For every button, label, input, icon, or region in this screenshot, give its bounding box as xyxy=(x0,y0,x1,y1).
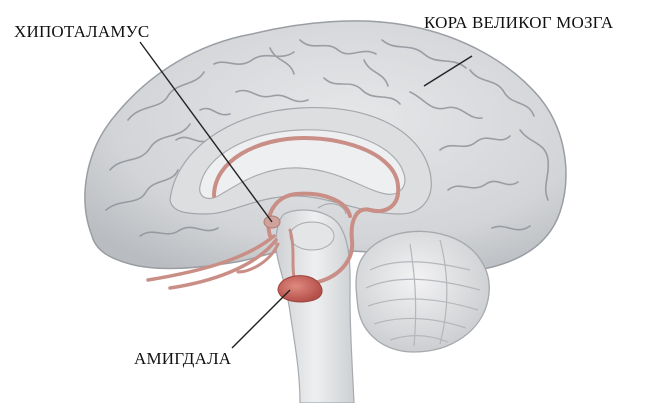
cerebellum xyxy=(356,231,489,352)
cortex-label: КОРА ВЕЛИКОГ МОЗГА xyxy=(424,13,613,33)
amygdala-label: АМИГДАЛА xyxy=(134,349,231,369)
amygdala-structure xyxy=(278,276,322,302)
hypothalamus-label: ХИПОТАЛАМУС xyxy=(14,22,149,42)
amygdala-leader-line xyxy=(232,290,290,348)
brainstem xyxy=(276,204,354,403)
